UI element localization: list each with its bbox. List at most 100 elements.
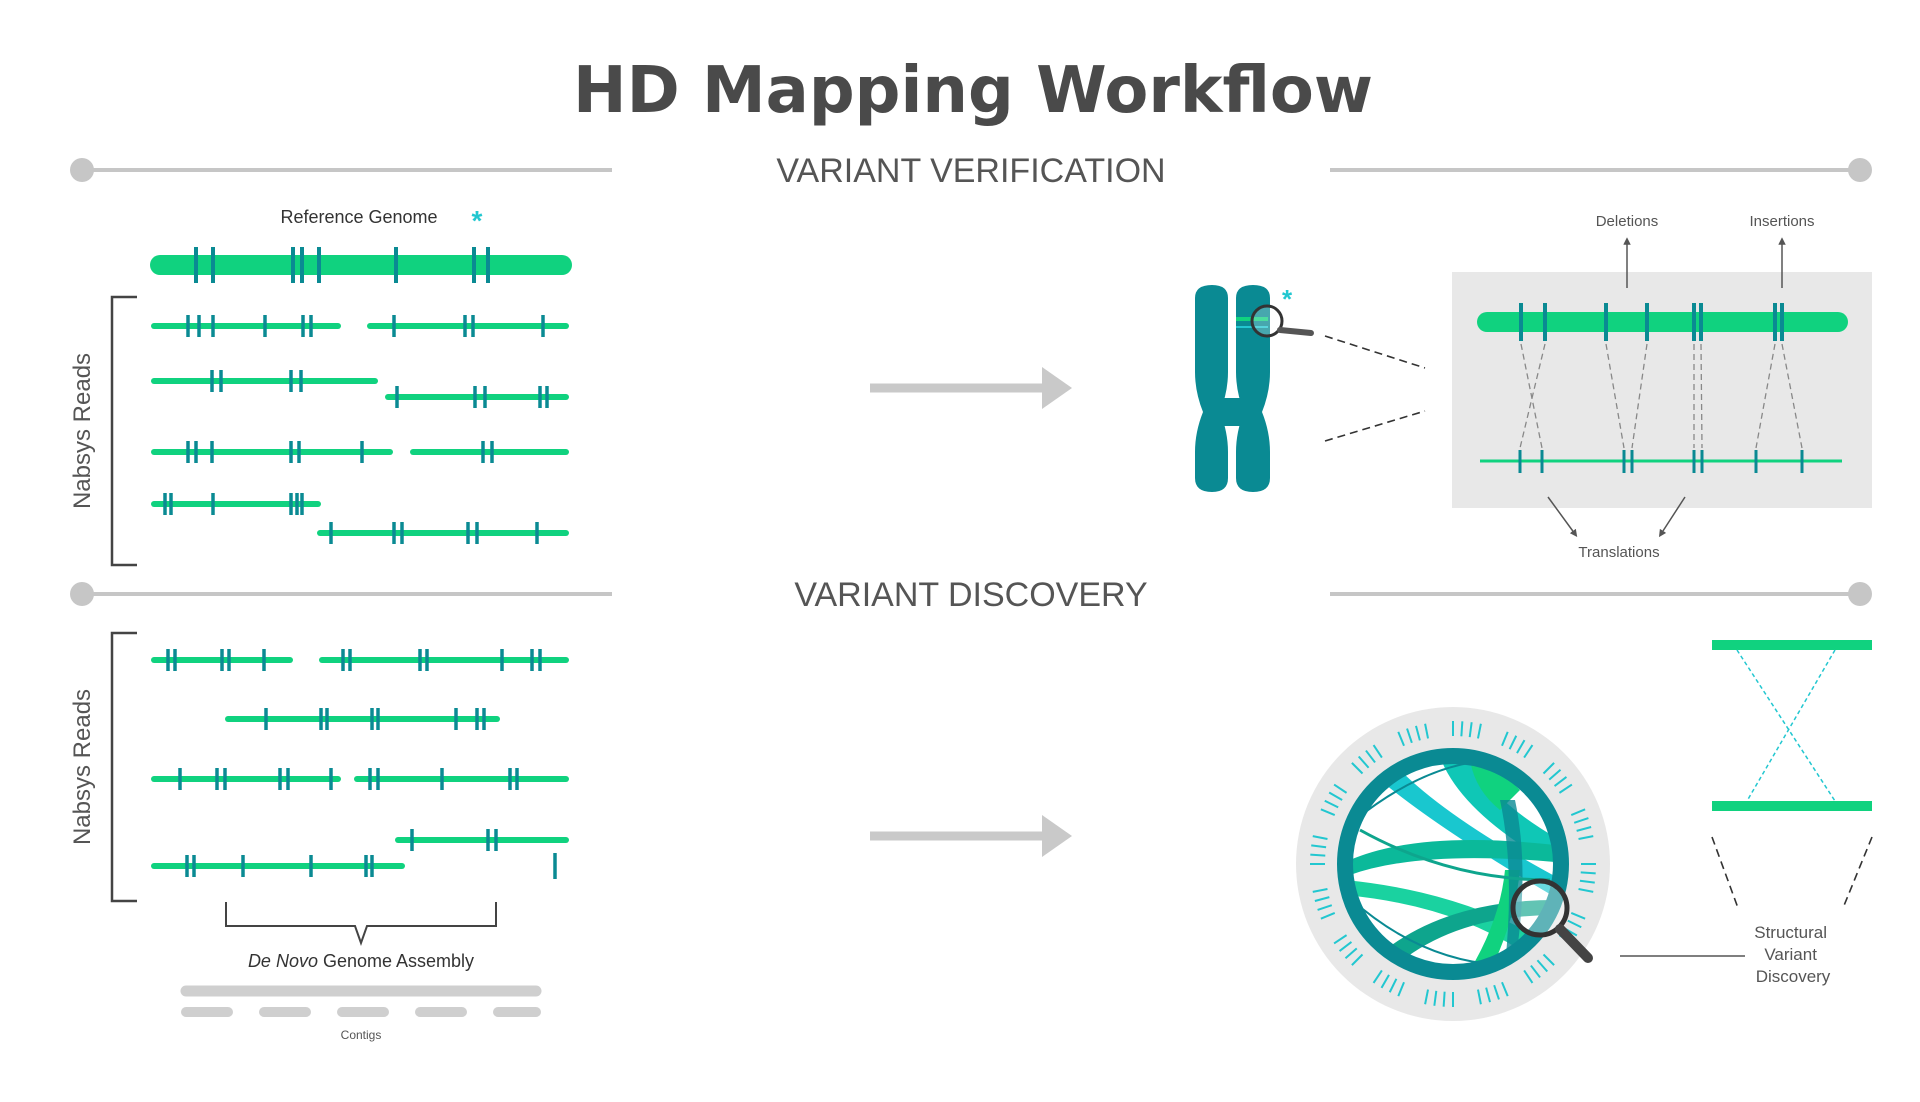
circos-tick <box>1320 912 1336 920</box>
circos-tick <box>1576 826 1592 832</box>
alignment-dash <box>1631 343 1648 449</box>
circos-tick <box>1542 762 1555 775</box>
circos-tick <box>1468 722 1473 738</box>
structural-line-2: Variant <box>1764 945 1817 964</box>
sv-cross-line-a <box>1736 649 1836 802</box>
insertions-label: Insertions <box>1749 213 1814 230</box>
circos-tick <box>1476 989 1482 1005</box>
structural-variant-label: Structural Variant Discovery <box>1754 923 1831 986</box>
contigs-label: Contigs <box>341 1028 382 1042</box>
circos-tick <box>1320 808 1336 816</box>
circos-tick <box>1476 723 1482 739</box>
panel-alignment-lines <box>1519 343 1803 449</box>
circos-tick <box>1351 762 1364 775</box>
genome-assembly-text: Genome Assembly <box>318 951 474 971</box>
circos-tick <box>1424 723 1430 739</box>
translations-label: Translations <box>1578 544 1659 561</box>
circos-tick <box>1357 755 1370 769</box>
circos-tick <box>1406 728 1413 744</box>
circos-plot <box>1296 707 1610 1021</box>
circos-tick <box>1530 964 1541 979</box>
sv-dash-left <box>1711 836 1739 909</box>
alignment-dash <box>1700 343 1703 449</box>
circos-tick <box>1558 783 1573 794</box>
reference-genome-bar <box>150 247 572 283</box>
reads-bracket-bottom <box>110 631 137 903</box>
sv-dash-right <box>1842 836 1873 909</box>
circos-tick <box>1570 912 1586 920</box>
circos-tick <box>1567 919 1582 929</box>
flow-arrow-bottom <box>870 815 1072 857</box>
circos-tick <box>1578 835 1594 841</box>
divider-dot-left <box>70 582 94 606</box>
circos-tick <box>1460 721 1464 737</box>
translation-arrow-left <box>1547 496 1578 538</box>
verification-divider: VARIANT VERIFICATION <box>70 152 1872 190</box>
panel-sample-line <box>1480 450 1842 473</box>
zoom-panel <box>1452 272 1872 508</box>
circos-tick <box>1338 941 1353 952</box>
structural-line-1: Structural <box>1754 923 1827 942</box>
alignment-dash <box>1755 343 1776 449</box>
de-novo-assembly-label: De Novo Genome Assembly <box>248 951 474 971</box>
circos-ring <box>1337 748 1569 980</box>
circos-ticks <box>1310 721 1596 1007</box>
circos-tick <box>1310 853 1326 857</box>
circos-tick <box>1328 791 1343 801</box>
circos-tick <box>1314 896 1330 902</box>
circos-tick <box>1580 871 1596 875</box>
divider-dot-right <box>1848 158 1872 182</box>
circos-tick <box>1573 817 1589 824</box>
circos-tick <box>1388 978 1398 993</box>
section-verification: VARIANT VERIFICATION <box>776 152 1165 190</box>
circos-tick <box>1424 989 1430 1005</box>
alignment-dash <box>1520 343 1543 449</box>
circos-tick <box>1508 735 1518 750</box>
circos-tick <box>1501 731 1509 747</box>
divider-dot-left <box>70 158 94 182</box>
circos-tick <box>1397 731 1405 747</box>
alignment-dash <box>1519 343 1546 449</box>
section-discovery: VARIANT DISCOVERY <box>794 576 1147 614</box>
nabsys-reads-label-bottom: Nabsys Reads <box>69 689 96 845</box>
assembly-brace <box>225 902 497 947</box>
reference-asterisk-icon: * <box>472 205 483 236</box>
circos-tick <box>1365 749 1376 764</box>
page-title: HD Mapping Workflow <box>573 54 1373 128</box>
circos-tick <box>1351 953 1364 966</box>
magnifier-icon-large <box>1510 878 1593 963</box>
alignment-dash <box>1781 343 1803 449</box>
circos-tick <box>1523 744 1534 759</box>
zoom-line-upper <box>1324 335 1426 369</box>
alignment-dash <box>1605 343 1625 449</box>
circos-tick <box>1442 991 1446 1007</box>
reads-bracket-top <box>110 295 137 567</box>
circos-tick <box>1485 987 1491 1003</box>
circos-tick <box>1570 808 1586 816</box>
circos-tick <box>1333 934 1348 945</box>
circos-tick <box>1317 904 1333 911</box>
circos-tick <box>1548 768 1562 781</box>
reference-genome-label: Reference Genome <box>280 207 437 227</box>
circos-tick <box>1324 799 1339 809</box>
zoom-line-lower <box>1324 410 1426 442</box>
chromosome-asterisk-icon: * <box>1282 284 1293 314</box>
panel-reference-bar <box>1477 303 1848 341</box>
sv-cross-line-b <box>1746 649 1836 802</box>
circos-tick <box>1578 887 1594 893</box>
circos-tick <box>1553 776 1568 787</box>
magnifier-icon-small <box>1250 304 1314 338</box>
circos-tick <box>1516 739 1526 754</box>
circos-tick <box>1579 879 1595 884</box>
reads-group-bottom <box>151 649 569 879</box>
divider-dot-right <box>1848 582 1872 606</box>
circos-tick <box>1542 953 1555 966</box>
circos-tick <box>1433 990 1438 1006</box>
circos-tick <box>1311 844 1327 849</box>
circos-tick <box>1372 969 1383 984</box>
structural-line-3: Discovery <box>1756 967 1831 986</box>
circos-tick <box>1415 725 1421 741</box>
discovery-divider: VARIANT DISCOVERY <box>70 576 1872 614</box>
circos-tick <box>1333 783 1348 794</box>
